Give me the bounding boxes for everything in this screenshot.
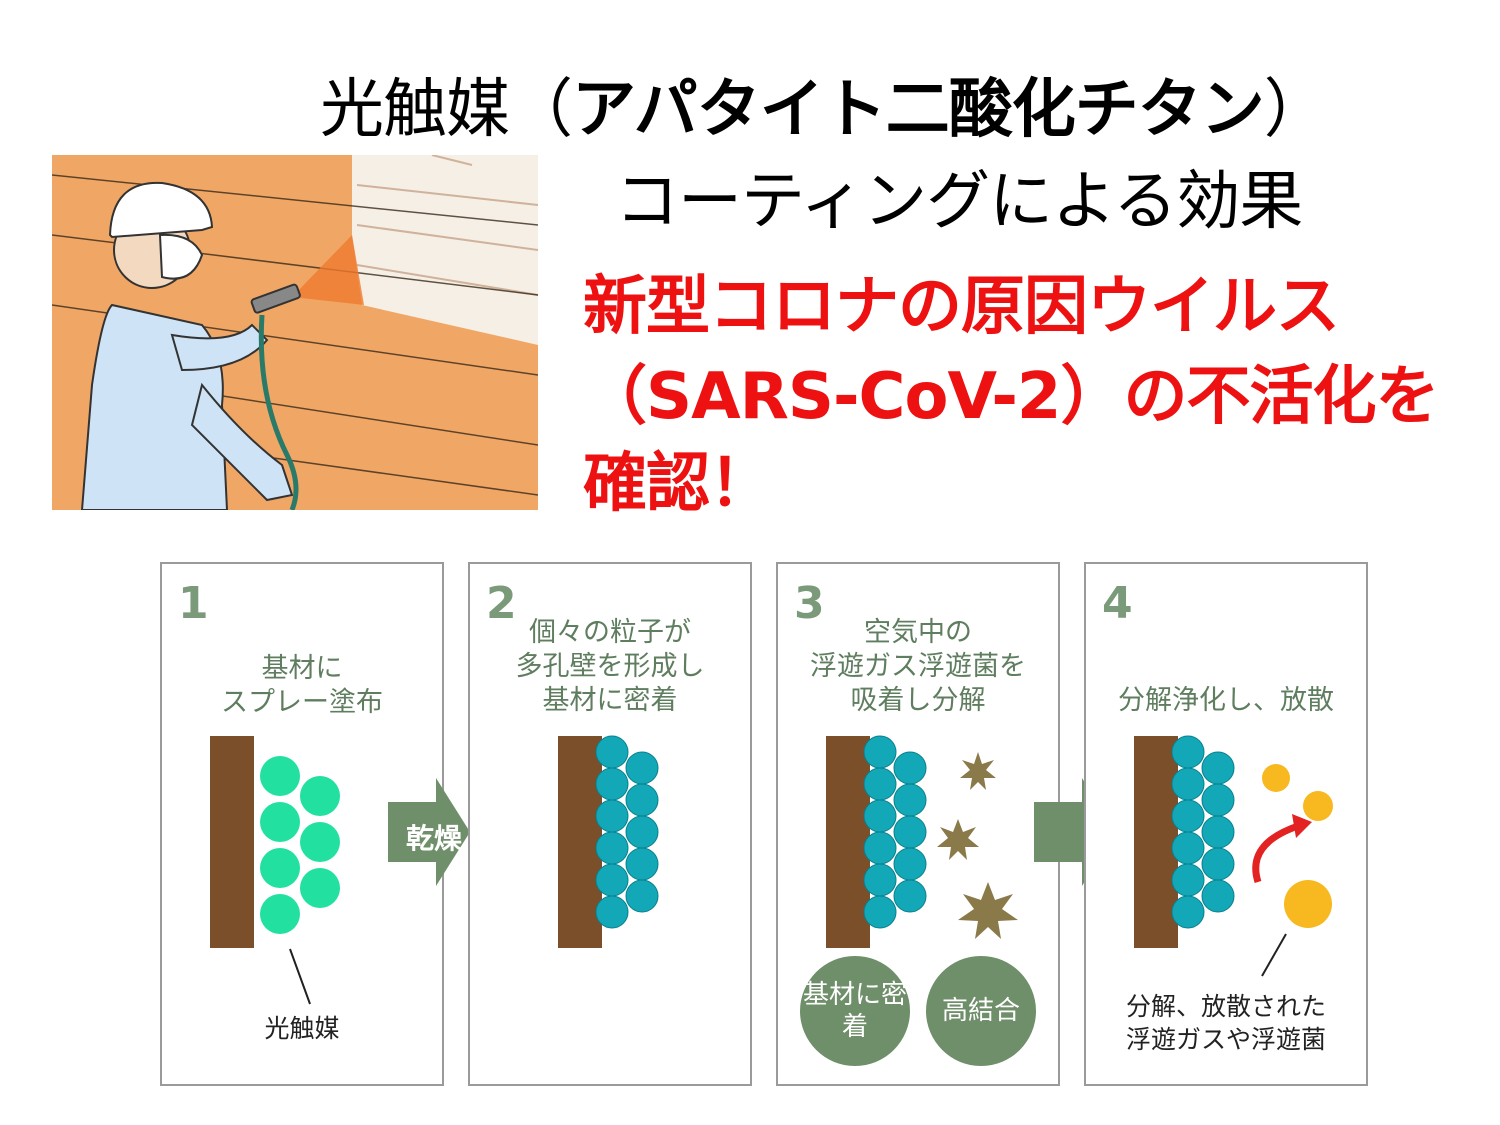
release-arrow-head — [1292, 814, 1312, 838]
substrate — [826, 736, 870, 948]
dry-arrow — [388, 778, 470, 886]
step-text-line: スプレー塗布 — [221, 687, 383, 718]
step-text-line: 基材に — [261, 653, 343, 684]
dry-label: 乾燥 — [406, 822, 463, 855]
substrate — [210, 736, 254, 948]
step-text-line: 吸着し分解 — [850, 685, 986, 716]
caption-line: 分解、放散された — [1125, 992, 1326, 1021]
step-number: 4 — [1102, 578, 1133, 629]
substrate — [558, 736, 602, 948]
title-suffix: ） — [1263, 73, 1328, 147]
substrate — [1134, 736, 1178, 948]
caption-line: 浮遊ガスや浮遊菌 — [1125, 1025, 1326, 1054]
step-1-graphic — [210, 736, 340, 1005]
step-caption: 分解、放散された 浮遊ガスや浮遊菌 — [1086, 990, 1366, 1056]
announcement-line-2: （SARS-CoV-2）の不活化を — [583, 360, 1439, 434]
step-2-graphic — [558, 735, 659, 948]
callout-line — [289, 948, 311, 1005]
dry-particles — [595, 735, 659, 929]
announcement-line-3: 確認！ — [583, 447, 773, 521]
title-line-2: コーティングによる効果 — [615, 165, 1303, 239]
step-4-graphic — [1134, 735, 1333, 977]
step-text-line: 空気中の — [864, 617, 972, 648]
dry-particles — [863, 735, 927, 929]
step-number: 2 — [486, 578, 517, 629]
title-prefix: 光触媒（ — [320, 73, 573, 147]
title-material: アパタイト二酸化チタン — [572, 73, 1265, 147]
callout-line — [1261, 933, 1287, 977]
step-description: 空気中の 浮遊ガス浮遊菌を 吸着し分解 — [778, 616, 1058, 718]
step-description: 個々の粒子が 多孔壁を形成し 基材に密着 — [470, 616, 750, 718]
step-description: 分解浄化し、放散 — [1118, 685, 1334, 716]
step-panel-4: 4 分解浄化し、放散 分解、放散された 浮遊ガスや浮遊菌 — [1084, 562, 1368, 1086]
badge-substrate-adhesion: 基材に密着 — [800, 956, 910, 1066]
step-text-line: 基材に密着 — [542, 685, 678, 716]
worker-spraying-illustration — [52, 155, 538, 510]
wet-particles — [260, 756, 340, 934]
step-number: 3 — [794, 578, 825, 629]
release-arrow — [1252, 822, 1300, 884]
announcement-line-1: 新型コロナの原因ウイルス — [583, 270, 1340, 344]
step-text-line: 浮遊ガス浮遊菌を — [810, 651, 1026, 682]
step-text-line: 個々の粒子が — [529, 617, 691, 648]
dry-particles — [1171, 735, 1235, 929]
airborne-germs — [937, 752, 1018, 939]
step-panel-2: 2 個々の粒子が 多孔壁を形成し 基材に密着 — [468, 562, 752, 1086]
step-panel-3: 3 空気中の 浮遊ガス浮遊菌を 吸着し分解 基材に密着 高結合 — [776, 562, 1060, 1086]
decomposed-particles — [1262, 764, 1333, 928]
step-3-graphic — [826, 735, 1018, 948]
title-line-1: 光触媒（アパタイト二酸化チタン） — [320, 58, 1328, 150]
step-description: 基材に スプレー塗布 — [162, 652, 442, 720]
badge-high-bonding: 高結合 — [926, 956, 1036, 1066]
step-text-line: 多孔壁を形成し — [515, 651, 705, 682]
step-number: 1 — [178, 578, 209, 629]
step-caption: 光触媒 — [264, 1014, 340, 1043]
